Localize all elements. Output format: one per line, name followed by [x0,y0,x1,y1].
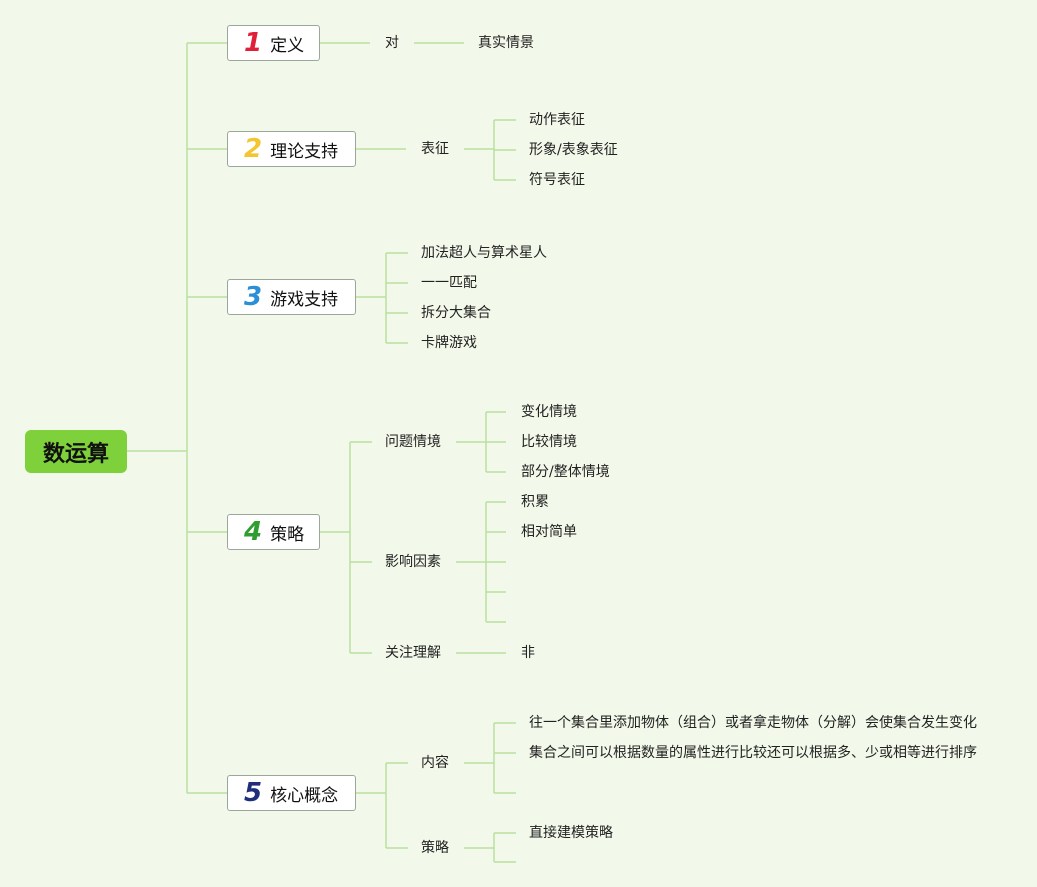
number-3-icon: 3 [244,282,263,312]
branch-label-1: 定义 [270,35,305,56]
node-game-addition[interactable]: 加法超人与算术星人 [421,245,547,261]
node-split-set[interactable]: 拆分大集合 [421,305,491,321]
root-label: 数运算 [42,441,109,467]
branch-label-4: 策略 [270,524,305,545]
node-content[interactable]: 内容 [421,755,449,771]
number-1-icon: 1 [244,28,263,58]
node-representation[interactable]: 表征 [421,141,449,157]
node-symbol-representation[interactable]: 符号表征 [529,172,585,188]
node-strategy[interactable]: 策略 [421,840,449,856]
node-part-whole-context[interactable]: 部分/整体情境 [521,464,610,480]
node-fei[interactable]: 非 [521,645,535,661]
node-problem-context[interactable]: 问题情境 [385,434,441,450]
number-5-icon: 5 [244,778,263,808]
node-focus-understanding[interactable]: 关注理解 [385,645,441,661]
branch-label-5: 核心概念 [270,785,339,806]
branch-label-3: 游戏支持 [270,289,339,310]
node-one-to-one[interactable]: 一一匹配 [421,275,477,291]
branch-node-1[interactable]: 1 定义 [227,25,320,61]
node-relatively-simple[interactable]: 相对简单 [521,524,577,540]
branch-node-4[interactable]: 4 策略 [227,514,320,550]
node-direct-modeling[interactable]: 直接建模策略 [529,825,613,841]
node-influence-factors[interactable]: 影响因素 [385,554,441,570]
node-real-scenario[interactable]: 真实情景 [478,35,534,51]
branch-node-5[interactable]: 5 核心概念 [227,775,356,811]
node-image-representation[interactable]: 形象/表象表征 [529,142,618,158]
node-accumulation[interactable]: 积累 [521,494,549,510]
node-content-compare[interactable]: 集合之间可以根据数量的属性进行比较还可以根据多、少或相等进行排序 [529,745,977,761]
node-compare-context[interactable]: 比较情境 [521,434,577,450]
branch-label-2: 理论支持 [270,141,339,162]
branch-node-2[interactable]: 2 理论支持 [227,131,356,167]
number-2-icon: 2 [244,134,263,164]
node-card-game[interactable]: 卡牌游戏 [421,335,477,351]
root-node[interactable]: 数运算 [25,430,127,473]
node-change-context[interactable]: 变化情境 [521,404,577,420]
node-action-representation[interactable]: 动作表征 [529,112,585,128]
node-dui[interactable]: 对 [385,35,399,51]
number-4-icon: 4 [244,517,263,547]
branch-node-3[interactable]: 3 游戏支持 [227,279,356,315]
node-content-combine[interactable]: 往一个集合里添加物体（组合）或者拿走物体（分解）会使集合发生变化 [529,715,977,731]
